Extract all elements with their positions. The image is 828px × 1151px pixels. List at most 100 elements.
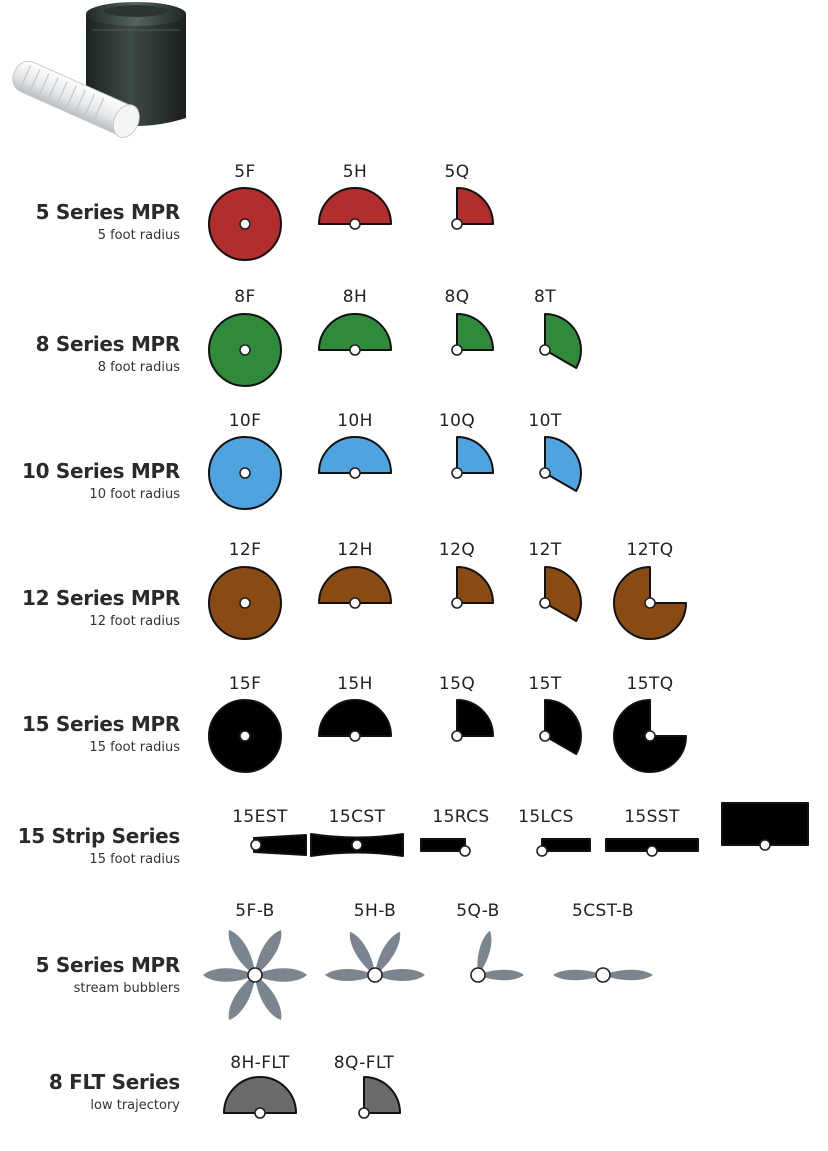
- nozzle-spray-pattern-icon: [318, 699, 392, 742]
- spray-petal: [228, 929, 255, 975]
- nozzle-hub: [459, 845, 471, 857]
- spray-pattern: [456, 313, 494, 351]
- nozzle-spray-pattern-icon: [208, 313, 282, 387]
- nozzle-spray-pattern-icon: [325, 931, 425, 983]
- series-title: 5 Series MPR: [35, 200, 181, 224]
- spray-pattern: [456, 187, 494, 225]
- spray-pattern: [544, 699, 583, 755]
- nozzle-label: 12Q: [438, 540, 476, 560]
- series-title: 15 Series MPR: [22, 712, 180, 736]
- nozzle-hub: [349, 597, 361, 609]
- nozzle-hub: [595, 967, 611, 983]
- nozzle-label: 8Q-FLT: [333, 1053, 395, 1073]
- nozzle-spray-pattern-icon: [539, 566, 583, 622]
- nozzle-hub: [254, 1107, 266, 1119]
- nozzle-hub: [239, 344, 251, 356]
- nozzle-label: 10Q: [438, 411, 476, 431]
- nozzle-label: 15SST: [624, 807, 680, 827]
- spray-petal: [255, 975, 282, 1021]
- nozzle-label: 10T: [528, 411, 562, 431]
- nozzle-hub: [358, 1107, 370, 1119]
- nozzle-label: 15H: [337, 674, 373, 694]
- nozzle-hub: [536, 845, 548, 857]
- nozzle-label: 10F: [228, 411, 262, 431]
- series-subtitle: 8 foot radius: [97, 360, 180, 375]
- nozzle-hub: [539, 730, 551, 742]
- nozzle-spray-pattern-icon: [536, 838, 591, 857]
- nozzle-hub: [539, 344, 551, 356]
- spray-petal: [553, 969, 603, 981]
- nozzle-hub: [349, 344, 361, 356]
- series-subtitle: 15 foot radius: [89, 852, 180, 867]
- nozzle-spray-pattern-icon: [451, 187, 494, 230]
- spray-petal: [375, 969, 425, 981]
- nozzle-hub: [451, 597, 463, 609]
- nozzle-hub: [367, 967, 383, 983]
- nozzle-label: 12H: [337, 540, 373, 560]
- nozzle-hub: [644, 730, 656, 742]
- nozzle-label: 12T: [528, 540, 562, 560]
- nozzle-spray-pattern-icon: [539, 699, 583, 755]
- spray-petal: [255, 929, 282, 975]
- nozzle-hub: [239, 218, 251, 230]
- spray-pattern: [420, 838, 466, 852]
- spray-pattern: [544, 436, 583, 492]
- spray-pattern: [318, 313, 392, 351]
- spray-pattern: [318, 436, 392, 474]
- mpr-nozzle-product-image: [12, 2, 186, 138]
- spray-pattern: [613, 566, 687, 640]
- nozzle-label: 15TQ: [626, 674, 674, 694]
- nozzle-spray-pattern-icon: [318, 187, 392, 230]
- nozzle-hub: [349, 730, 361, 742]
- nozzle-hub: [239, 597, 251, 609]
- nozzle-label: 12TQ: [626, 540, 674, 560]
- nozzle-label: 15CST: [328, 807, 386, 827]
- nozzle-hub: [451, 218, 463, 230]
- series-subtitle: 5 foot radius: [97, 228, 180, 243]
- nozzle-hub: [250, 839, 262, 851]
- nozzle-spray-pattern-icon: [613, 566, 687, 640]
- nozzle-label: 5H-B: [353, 901, 397, 921]
- nozzle-label: 15F: [228, 674, 262, 694]
- nozzle-hub: [451, 344, 463, 356]
- nozzle-spray-pattern-icon: [318, 436, 392, 479]
- nozzle-spray-pattern-icon: [203, 929, 307, 1021]
- spray-petal: [375, 931, 401, 975]
- spray-pattern: [318, 566, 392, 604]
- nozzle-hub: [247, 967, 263, 983]
- nozzle-hub: [539, 467, 551, 479]
- nozzle-hub: [239, 467, 251, 479]
- nozzle-spray-pattern-icon: [451, 566, 494, 609]
- series-subtitle: 10 foot radius: [89, 487, 180, 502]
- nozzle-spray-pattern-icon: [318, 313, 392, 356]
- spray-pattern: [363, 1076, 401, 1114]
- series-subtitle: 12 foot radius: [89, 614, 180, 629]
- nozzle-label: 10H: [337, 411, 373, 431]
- nozzle-label: 8H: [342, 287, 368, 307]
- nozzle-spray-pattern-icon: [223, 1076, 297, 1119]
- nozzle-spray-pattern-icon: [250, 834, 307, 856]
- nozzle-label: 5Q-B: [456, 901, 500, 921]
- spray-petal: [325, 969, 375, 981]
- spray-petal: [478, 969, 524, 981]
- nozzle-spray-pattern-icon: [553, 967, 653, 983]
- nozzle-label: 12F: [228, 540, 262, 560]
- nozzle-hub: [646, 845, 658, 857]
- series-title: 8 FLT Series: [48, 1070, 180, 1094]
- spray-pattern: [605, 838, 699, 852]
- nozzle-spray-pattern-icon: [721, 802, 809, 851]
- spray-petal: [255, 968, 307, 982]
- nozzle-label: 8T: [533, 287, 556, 307]
- nozzle-hub: [351, 839, 363, 851]
- spray-pattern: [318, 187, 392, 225]
- nozzle-hub: [644, 597, 656, 609]
- spray-pattern: [318, 699, 392, 737]
- nozzle-label: 15LCS: [518, 807, 574, 827]
- nozzle-spray-pattern-icon: [358, 1076, 401, 1119]
- series-title: 10 Series MPR: [22, 459, 180, 483]
- nozzle-label: 5F: [234, 162, 256, 182]
- spray-pattern: [613, 699, 687, 773]
- nozzle-hub: [451, 730, 463, 742]
- nozzle-label: 15RCS: [432, 807, 490, 827]
- nozzle-spray-pattern-icon: [318, 566, 392, 609]
